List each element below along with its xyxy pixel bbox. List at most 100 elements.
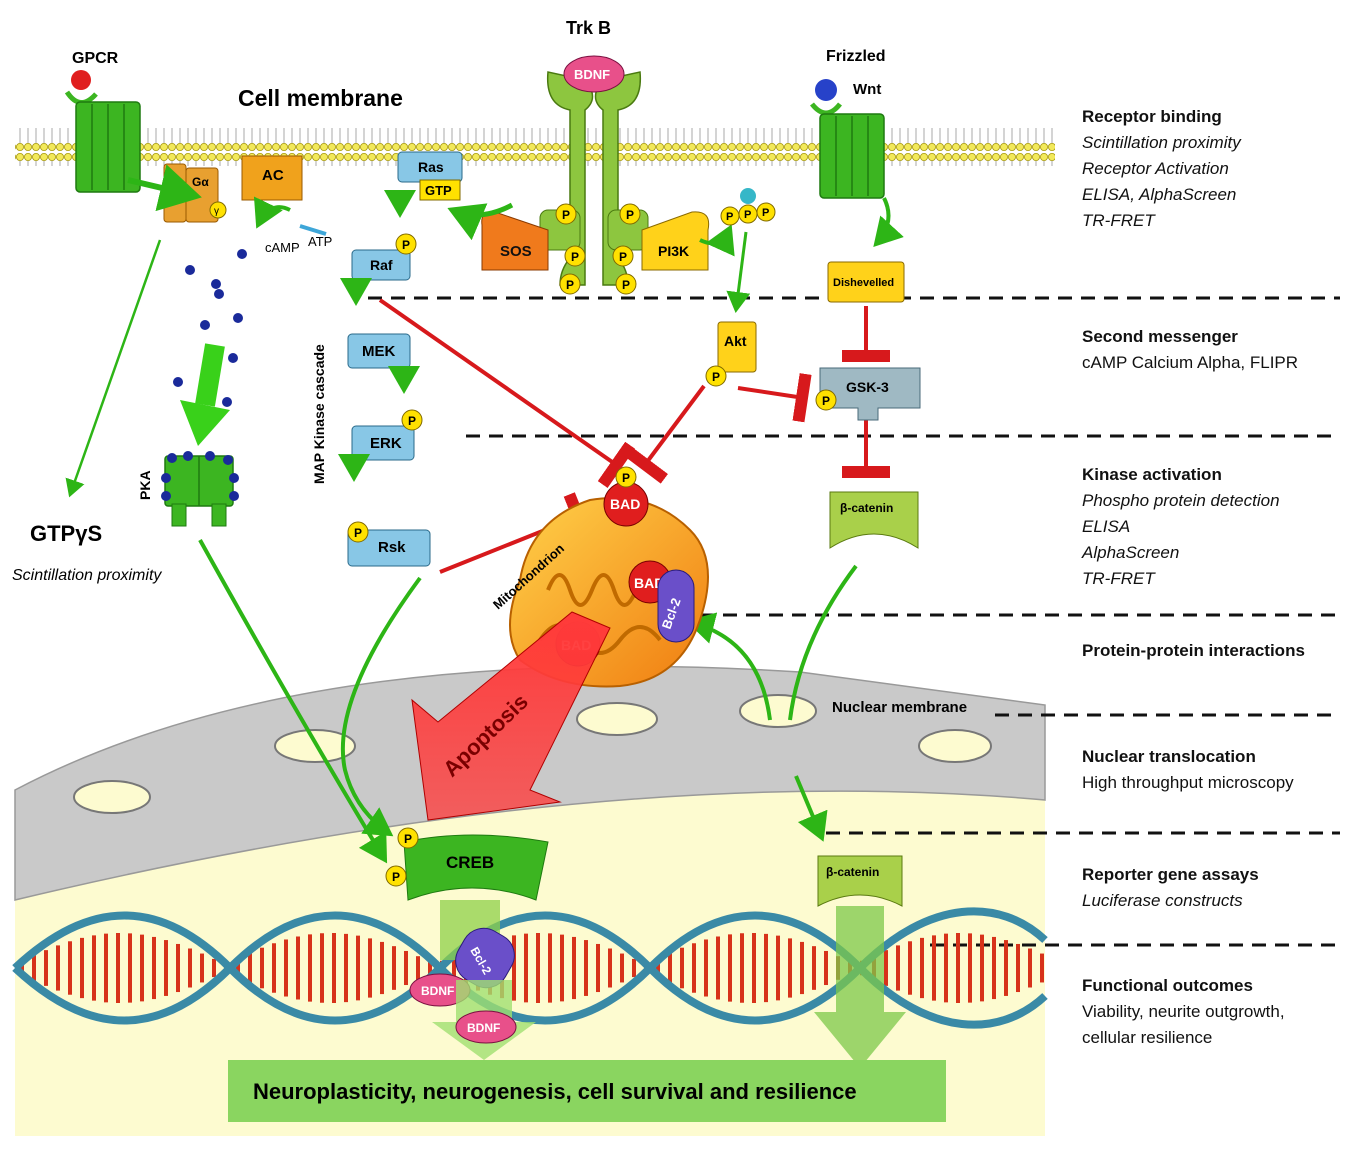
p-label: P: [762, 207, 769, 219]
pi3k: PI3K: [641, 211, 710, 271]
assay-method: cellular resilience: [1082, 1028, 1213, 1047]
assay-heading: Second messenger: [1082, 327, 1238, 346]
p-label: P: [744, 209, 751, 221]
p-label: P: [392, 870, 400, 884]
atp-molecule: [299, 224, 327, 236]
gtpgs-sublabel: Scintillation proximity: [12, 567, 162, 584]
frizzled-receptor: [810, 102, 885, 199]
wnt-label: Wnt: [853, 81, 881, 98]
creb: CREB P P: [385, 827, 549, 960]
ras: Ras GTP: [397, 151, 463, 201]
p-label: P: [822, 394, 830, 408]
pi3k-label: PI3K: [658, 243, 689, 259]
p-label: P: [619, 250, 627, 264]
assay-method: cAMP Calcium Alpha, FLIPR: [1082, 353, 1299, 372]
sos: SOS: [481, 211, 549, 271]
p-label: P: [626, 208, 634, 222]
assay-method: TR-FRET: [1082, 569, 1155, 588]
assay-method: AlphaScreen: [1082, 543, 1180, 562]
mek-label: MEK: [362, 343, 396, 360]
akt-inhibits-gsk3: [737, 373, 812, 423]
bcatenin-to-nucleus-arrow: [788, 564, 858, 721]
ac-label: AC: [262, 167, 284, 184]
rsk: Rsk P: [347, 521, 431, 567]
bdnf-output-label: BDNF: [467, 1021, 500, 1035]
gtpgs-label: GTPγS: [30, 521, 102, 546]
p-label: P: [404, 832, 412, 846]
rsk-to-creb-arrow: [340, 576, 422, 837]
erk-label: ERK: [370, 435, 402, 452]
camp-molecules: [173, 249, 247, 407]
gtp-label: GTP: [425, 183, 452, 198]
akt-label: Akt: [724, 333, 747, 349]
outcome-banner: [228, 1060, 946, 1122]
trkb-phospho-sites: P P P P P P: [555, 203, 641, 295]
gpcr-label: GPCR: [72, 50, 119, 67]
assay-method: Phospho protein detection: [1082, 491, 1280, 510]
assay-heading: Receptor binding: [1082, 107, 1222, 126]
beta-catenin-nucleus: β-catenin: [817, 855, 903, 907]
g-gamma-label: γ: [214, 206, 219, 217]
p-label: P: [354, 526, 362, 540]
assay-method: ELISA, AlphaScreen: [1082, 185, 1237, 204]
p-label: P: [402, 238, 410, 252]
assay-method: High throughput microscopy: [1082, 773, 1294, 792]
g-alpha-label: Gα: [192, 175, 209, 189]
ras-label: Ras: [418, 159, 444, 175]
outcome-banner-label: Neuroplasticity, neurogenesis, cell surv…: [253, 1079, 857, 1104]
adenylyl-cyclase: AC: [241, 155, 303, 201]
camp-label: cAMP: [265, 240, 300, 255]
bdnf-gene-product: BDNF: [409, 973, 471, 1007]
pka-label: PKA: [137, 470, 153, 500]
gsk3-label: GSK-3: [846, 379, 889, 395]
map-kinase-label: MAP Kinase cascade: [311, 344, 327, 484]
bdnf-ligand: [563, 55, 625, 93]
frizzled-label: Frizzled: [826, 48, 886, 65]
raf: Raf P: [351, 233, 417, 281]
assay-heading: Functional outcomes: [1082, 976, 1253, 995]
rsk-label: Rsk: [378, 539, 406, 556]
g-beta-label: β: [170, 173, 176, 185]
assay-method: TR-FRET: [1082, 211, 1155, 230]
bcatenin-nuclear-arrow: [794, 775, 828, 842]
cell-membrane: [15, 128, 1055, 166]
beta-catenin-label: β-catenin: [840, 501, 893, 515]
wnt-ligand: [815, 79, 837, 101]
assay-method: Viability, neurite outgrowth,: [1082, 1002, 1285, 1021]
apoptosis-arrow: [411, 611, 611, 821]
akt-inhibits-bad: [622, 384, 706, 484]
pip3-to-akt-arrow: [726, 231, 751, 313]
g-gamma-subunit: [209, 201, 227, 219]
assay-heading: Kinase activation: [1082, 465, 1222, 484]
pip3-cluster: P P P: [720, 188, 776, 226]
bad-label-2: BAD: [634, 575, 664, 591]
bcl2-mito: Bcl-2: [657, 569, 695, 643]
p-label: P: [408, 414, 416, 428]
bcl2-gene-product: Bcl-2: [455, 927, 515, 989]
beta-catenin-cytoplasm: β-catenin: [829, 491, 919, 549]
sos-to-ras-arrow: [447, 202, 514, 241]
gtp-box: [419, 179, 461, 201]
assay-section: Second messenger cAMP Calcium Alpha, FLIP…: [1082, 324, 1352, 376]
erk: ERK P: [351, 409, 423, 461]
raf-label: Raf: [370, 257, 393, 273]
frizzled-to-dishevelled-arrow: [873, 197, 904, 247]
nuclear-pores: [73, 694, 992, 814]
dishevelled: Dishevelled: [827, 261, 905, 303]
bdnf-label: BDNF: [574, 67, 610, 82]
assay-heading: Nuclear translocation: [1082, 747, 1256, 766]
mek: MEK: [347, 333, 411, 369]
p-label: P: [562, 208, 570, 222]
cell-membrane-label: Cell membrane: [238, 85, 403, 111]
pka: PKA: [137, 451, 239, 527]
bcatenin-output-arrow: [814, 906, 906, 1068]
akt: Akt P: [705, 321, 757, 387]
trkb-label: Trk B: [566, 18, 611, 38]
assay-method: ELISA: [1082, 517, 1131, 536]
